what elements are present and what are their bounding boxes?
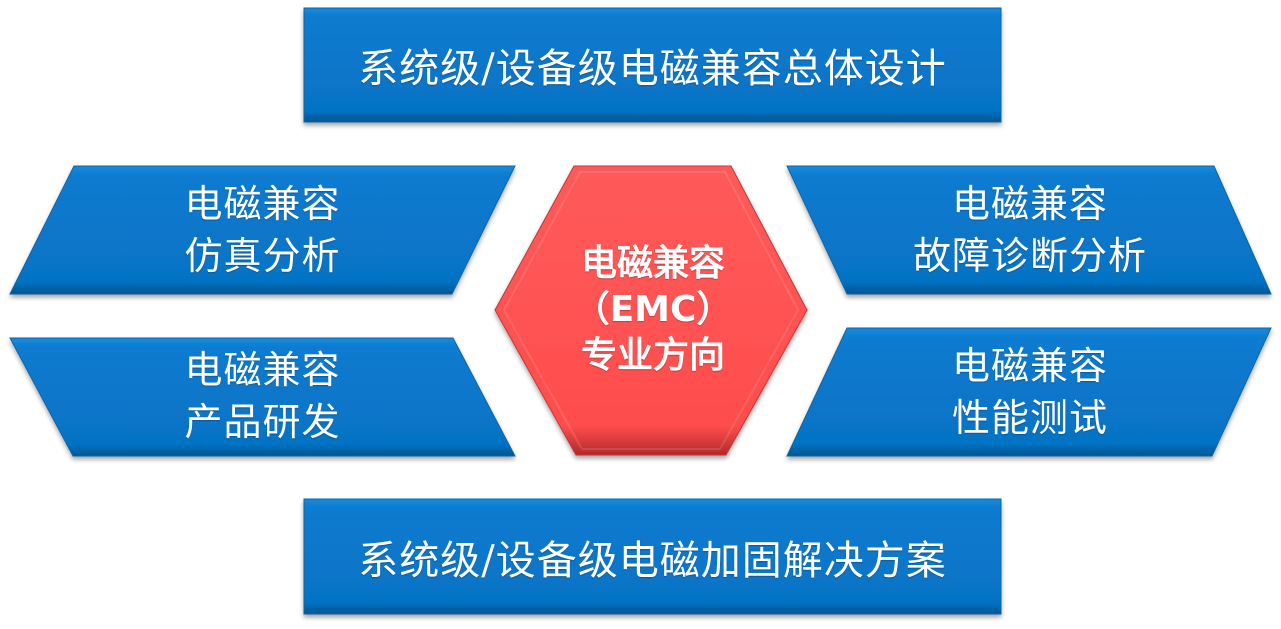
left-bottom-box: 电磁兼容 产品研发 — [60, 336, 465, 456]
right-top-shape — [786, 165, 1272, 295]
top-banner-shape — [303, 7, 1002, 123]
left-top-shape — [9, 165, 516, 295]
left-bottom-line2: 产品研发 — [184, 400, 341, 444]
left-top-line2: 仿真分析 — [184, 234, 341, 278]
right-bottom-line2: 性能测试 — [951, 396, 1108, 440]
center-line3: 专业方向 — [580, 335, 725, 376]
center-line2: （EMC） — [573, 289, 733, 330]
right-bottom-line1: 电磁兼容 — [951, 344, 1108, 388]
center-hexagon: 电磁兼容 （EMC） 专业方向 — [520, 200, 786, 420]
center-hexagon-shape — [494, 165, 808, 456]
left-top-line1: 电磁兼容 — [184, 182, 341, 226]
top-banner: 系统级/设备级电磁兼容总体设计 — [304, 8, 1001, 122]
right-bottom-box: 电磁兼容 性能测试 — [825, 328, 1235, 456]
right-top-line2: 故障诊断分析 — [912, 234, 1147, 278]
right-top-line1: 电磁兼容 — [951, 182, 1108, 226]
bottom-banner-shape — [303, 498, 1002, 615]
center-line1: 电磁兼容 — [580, 243, 725, 284]
left-bottom-line1: 电磁兼容 — [184, 348, 341, 392]
bottom-banner: 系统级/设备级电磁加固解决方案 — [304, 499, 1001, 614]
right-top-box: 电磁兼容 故障诊断分析 — [825, 166, 1235, 294]
left-bottom-shape — [9, 337, 516, 457]
bottom-banner-text: 系统级/设备级电磁加固解决方案 — [358, 537, 947, 584]
left-top-box: 电磁兼容 仿真分析 — [60, 166, 465, 294]
top-banner-text: 系统级/设备级电磁兼容总体设计 — [358, 46, 947, 92]
right-bottom-shape — [786, 327, 1272, 457]
